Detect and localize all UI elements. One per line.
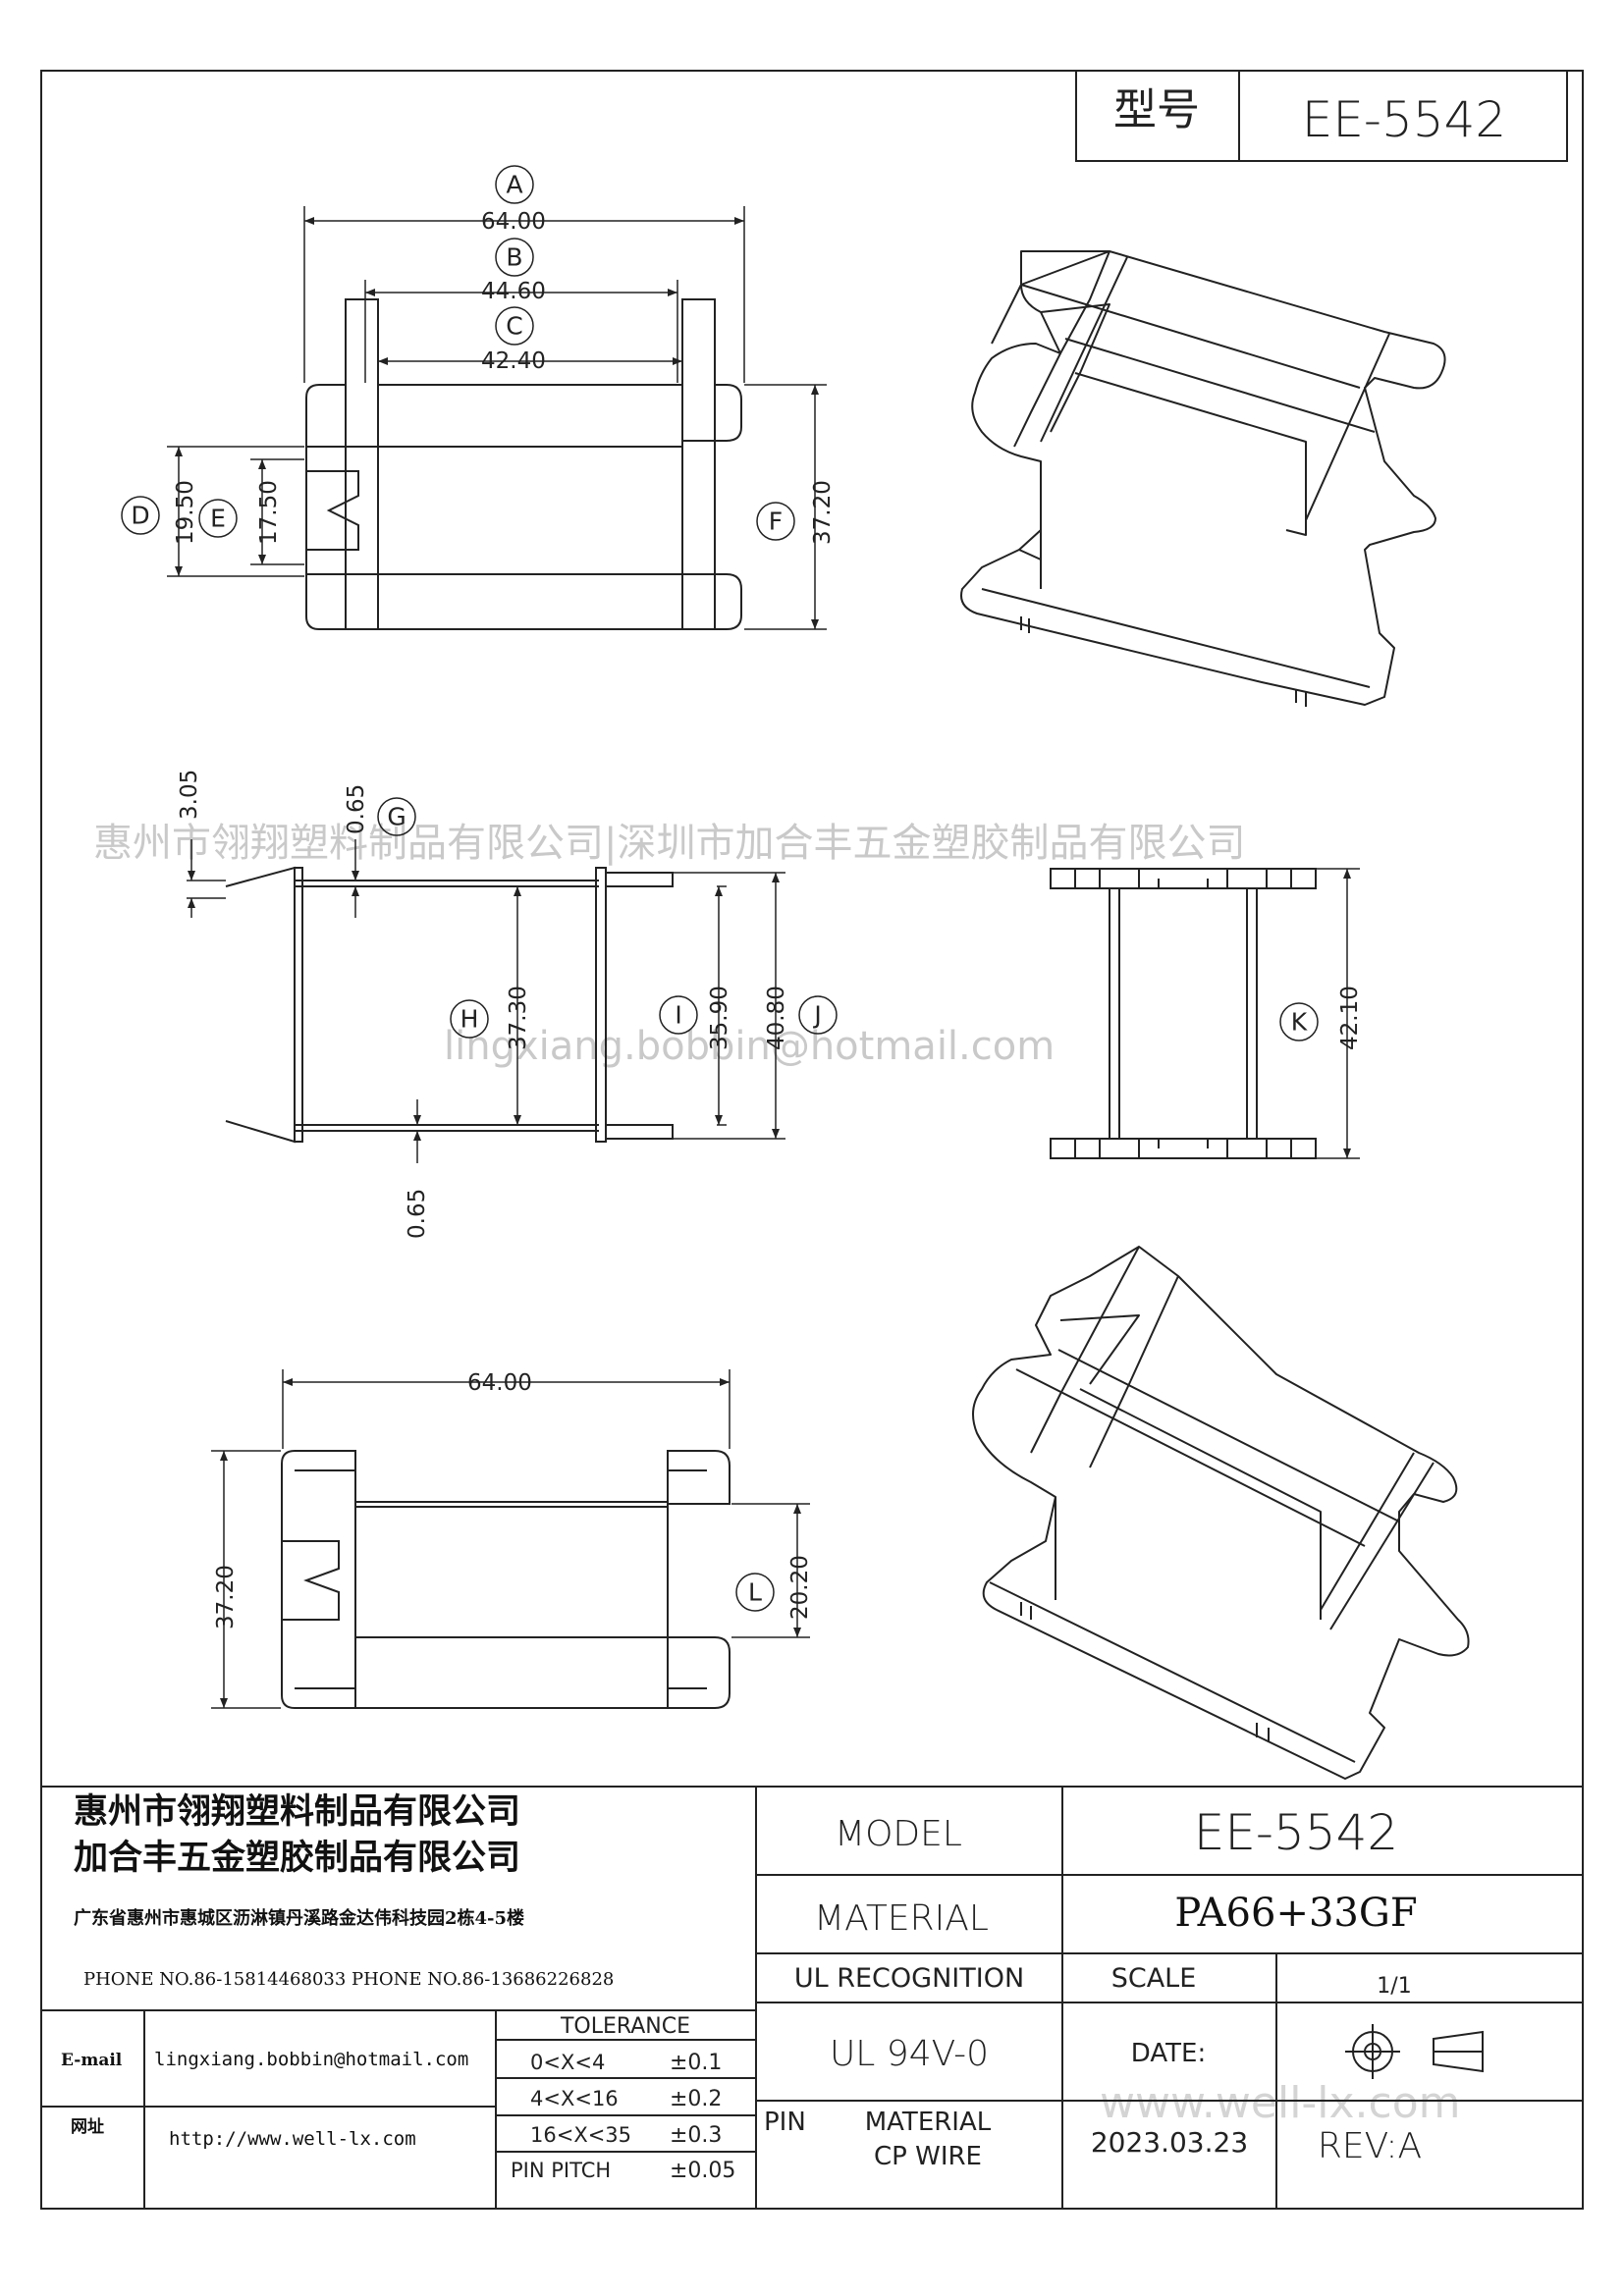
date-label: DATE:	[1131, 2039, 1206, 2068]
dim-e-value: 17.50	[256, 480, 282, 545]
dim-c-label: C	[506, 312, 522, 341]
dim-i-value: 35.90	[707, 986, 732, 1050]
sheet-border	[40, 70, 1584, 2210]
tolerance-value-3: ±0.3	[670, 2123, 722, 2148]
top-view-dimensions	[121, 165, 827, 630]
dim-l-value: 20.20	[787, 1555, 813, 1620]
bottom-view	[281, 1450, 731, 1709]
model-label: MODEL	[835, 1814, 962, 1854]
dim-c-value: 42.40	[481, 348, 546, 374]
dim-d-label: D	[131, 502, 149, 530]
company-phones: PHONE NO.86-15814468033 PHONE NO.86-1368…	[83, 1969, 614, 1990]
bottom-view-outline	[281, 1450, 731, 1709]
watermark-email: lingxiang.bobbin@hotmail.com	[444, 1024, 1055, 1069]
tolerance-range-1: 0<X<4	[530, 2051, 605, 2074]
pin-label: PIN	[764, 2108, 806, 2137]
dim-f-label: F	[769, 507, 783, 536]
end-view	[1050, 868, 1317, 1159]
revision: REV:A	[1318, 2126, 1422, 2166]
material-value: PA66+33GF	[1174, 1891, 1417, 1936]
top-view-outline	[305, 298, 742, 630]
pin-wire: CP WIRE	[874, 2142, 982, 2171]
top-view	[305, 298, 742, 630]
dim-a-value: 64.00	[481, 209, 546, 235]
date-value: 2023.03.23	[1091, 2126, 1248, 2159]
title-block	[41, 1786, 1583, 2209]
dim-bottom-width-value: 64.00	[467, 1370, 532, 1396]
side-view-dimensions	[187, 797, 838, 1163]
tolerance-value-4: ±0.05	[670, 2159, 735, 2183]
dim-d-value: 19.50	[173, 480, 198, 545]
dim-g-label: G	[387, 803, 406, 831]
dim-l-label: L	[748, 1578, 762, 1607]
bottom-view-dimensions	[211, 1369, 810, 1709]
dim-a-label: A	[506, 171, 522, 199]
dim-065-bottom-value: 0.65	[405, 1189, 430, 1239]
model-value: EE-5542	[1194, 1804, 1398, 1861]
dim-k-label: K	[1291, 1008, 1308, 1037]
dim-k-value: 42.10	[1337, 986, 1363, 1050]
ul-value: UL 94V-0	[830, 2034, 989, 2074]
side-view	[225, 866, 674, 1144]
scale-value: 1/1	[1377, 1974, 1411, 1999]
header-model-box: 型号 EE-5542	[1075, 70, 1568, 162]
company-name-1: 惠州市翎翔塑料制品有限公司	[74, 1791, 520, 1832]
email-label: E-mail	[61, 2051, 123, 2070]
ul-recognition-label: UL RECOGNITION	[794, 1963, 1024, 1994]
dim-j-label: J	[812, 1001, 821, 1030]
company-name-2: 加合丰五金塑胶制品有限公司	[74, 1838, 520, 1878]
tolerance-title: TOLERANCE	[560, 2014, 690, 2039]
tolerance-value-1: ±0.1	[670, 2051, 722, 2075]
dim-e-label: E	[210, 505, 226, 533]
tolerance-value-2: ±0.2	[670, 2087, 722, 2111]
tolerance-range-2: 4<X<16	[530, 2087, 619, 2110]
end-view-dimensions	[1279, 868, 1360, 1159]
dim-b-label: B	[506, 243, 522, 272]
dim-i-label: I	[675, 1001, 681, 1030]
pin-material: MATERIAL	[865, 2108, 992, 2137]
dim-j-value: 40.80	[764, 986, 789, 1050]
dim-f-value: 37.20	[810, 480, 836, 545]
email-value: lingxiang.bobbin@hotmail.com	[154, 2049, 468, 2070]
isometric-view-top	[960, 250, 1446, 707]
tolerance-range-4: PIN PITCH	[511, 2159, 611, 2182]
dim-g-value: 0.65	[344, 784, 369, 834]
material-label: MATERIAL	[814, 1898, 989, 1939]
dim-h-value: 37.30	[506, 986, 531, 1050]
isometric-view-bottom	[972, 1246, 1470, 1780]
header-model-value: EE-5542	[1302, 91, 1506, 148]
company-address: 广东省惠州市惠城区沥淋镇丹溪路金达伟科技园2栋4-5楼	[74, 1907, 524, 1929]
watermark-company: 惠州市翎翔塑料制品有限公司|深圳市加合丰五金塑胶制品有限公司	[93, 821, 1245, 866]
dim-h-label: H	[460, 1005, 479, 1034]
web-label: 网址	[71, 2117, 104, 2137]
dim-b-value: 44.60	[481, 279, 546, 304]
web-value: http://www.well-lx.com	[169, 2128, 416, 2150]
dim-305-value: 3.05	[177, 770, 202, 820]
dim-bottom-height-value: 37.20	[213, 1565, 239, 1629]
scale-label: SCALE	[1111, 1963, 1197, 1994]
tolerance-range-3: 16<X<35	[530, 2123, 631, 2147]
watermark-site: www.well-lx.com	[1100, 2078, 1461, 2128]
header-model-label: 型号	[1113, 85, 1200, 135]
